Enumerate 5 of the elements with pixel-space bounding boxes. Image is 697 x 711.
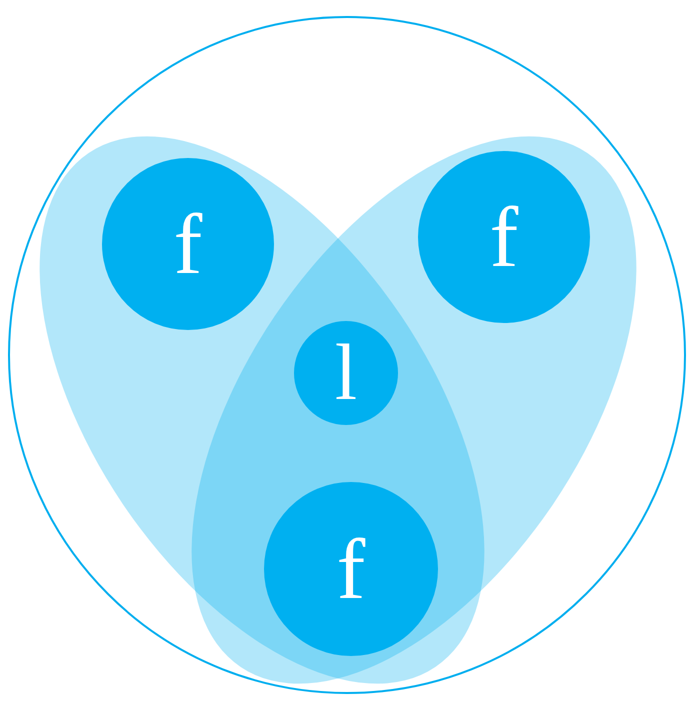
node-letter: f [336, 526, 366, 612]
node-letter: f [174, 201, 202, 287]
outer-circle [8, 16, 686, 694]
node-letter: f [490, 194, 518, 280]
node-letter: l [334, 333, 358, 413]
